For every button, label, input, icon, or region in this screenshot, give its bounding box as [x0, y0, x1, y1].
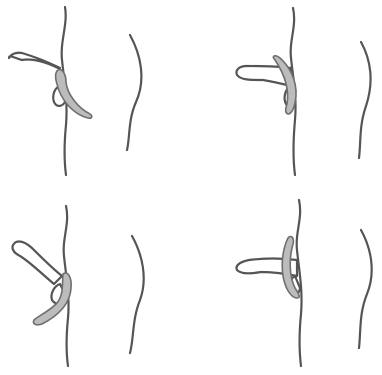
- back-contour: [359, 42, 371, 158]
- figure-shape: [13, 241, 62, 284]
- ring-object: [56, 70, 92, 119]
- figure-shape: [9, 53, 60, 68]
- panel-top-right-drawing: [191, 0, 382, 187]
- panel-bottom-left-drawing: [0, 188, 191, 375]
- panel-bottom-right: [191, 188, 382, 375]
- panel-bottom-right-drawing: [191, 188, 382, 375]
- panel-top-left-drawing: [0, 0, 191, 187]
- back-contour: [359, 230, 372, 348]
- panel-top-left: [0, 0, 191, 187]
- back-contour: [127, 35, 141, 150]
- back-contour: [130, 236, 144, 353]
- panel-top-right: [191, 0, 382, 187]
- panel-bottom-left: [0, 188, 191, 375]
